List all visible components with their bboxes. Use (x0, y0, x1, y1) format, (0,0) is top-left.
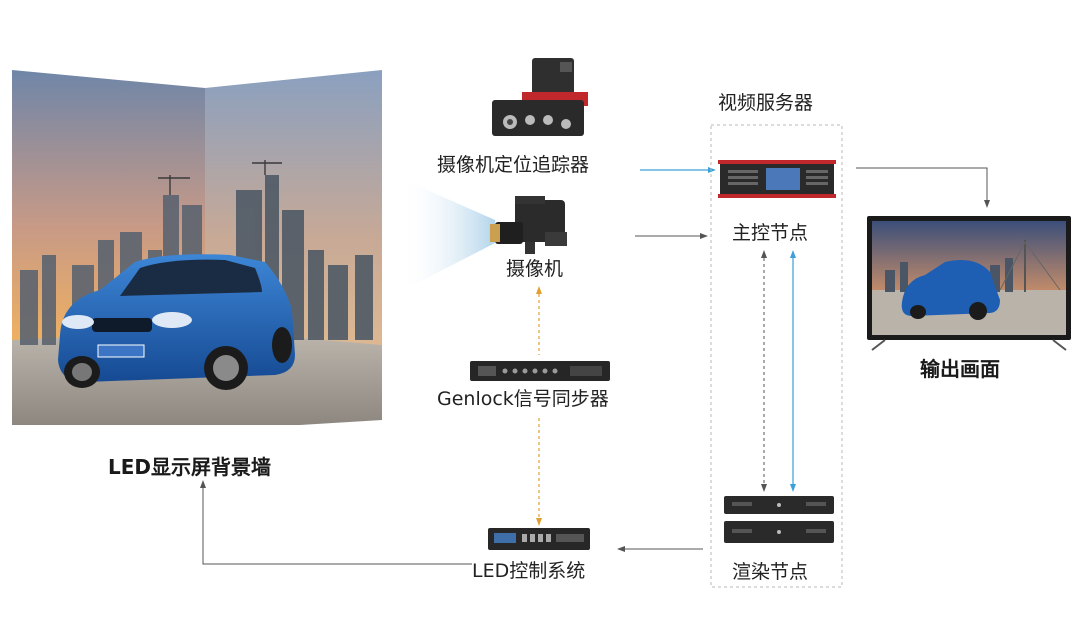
car-illustration (58, 254, 295, 390)
rack-sync-device-icon (470, 361, 610, 381)
camera-label: 摄像机 (506, 258, 564, 280)
genlock-label: Genlock信号同步器 (437, 388, 609, 410)
cinema-camera-icon (490, 196, 567, 254)
master-node-label: 主控节点 (732, 222, 809, 244)
led-control-label: LED控制系统 (472, 560, 586, 582)
camera-tracker-device-icon (492, 58, 588, 136)
rack-server-stack-icon (724, 496, 834, 543)
server-group-label: 视频服务器 (718, 92, 814, 114)
led-wall-label: LED显示屏背景墙 (108, 455, 272, 479)
render-node-label: 渲染节点 (732, 561, 809, 583)
tv-monitor-icon (867, 216, 1071, 351)
output-label: 输出画面 (920, 357, 1000, 381)
led-controller-device-icon (488, 528, 590, 550)
tracker-label: 摄像机定位追踪器 (437, 154, 590, 176)
server-group-box (710, 124, 843, 588)
rack-server-red-icon (718, 160, 836, 198)
